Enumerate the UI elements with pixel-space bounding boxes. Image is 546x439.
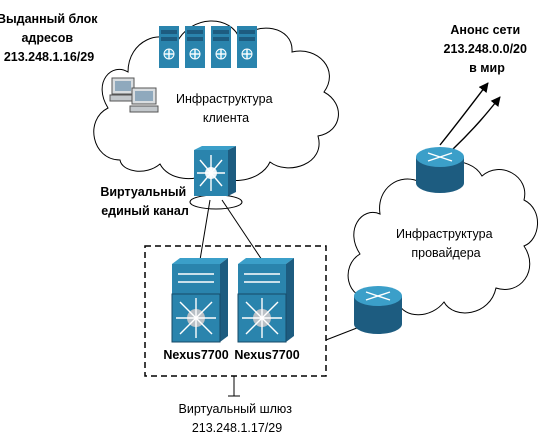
server-rack-icon [237,26,257,68]
virtual-channel-label: Виртуальный единый канал [100,185,189,218]
client-infra-label: Инфраструктура клиента [176,92,276,125]
server-rack-icon [159,26,179,68]
router-icon [354,286,402,334]
router-icon [416,147,464,193]
link-box-to-router [325,325,363,341]
announce-label: Анонс сети 213.248.0.0/20 в мир [444,23,531,75]
workstation-icon [109,77,159,113]
virtual-gateway-box [144,245,327,377]
announce-arrow-icon [439,82,489,146]
virtual-channel-ellipse [189,194,243,210]
nexus-b-label: Nexus7700 [234,348,299,362]
provider-infra-label: Инфраструктура провайдера [396,227,496,260]
provider-cloud [347,161,538,316]
link-switch-to-nexus-a [199,199,211,261]
nexus-a-label: Nexus7700 [163,348,228,362]
server-rack-icon [185,26,205,68]
link-switch-to-nexus-b [221,199,263,261]
virtual-gateway-label: Виртуальный шлюз 213.248.1.17/29 [179,402,296,435]
server-rack-icon [211,26,231,68]
client-block-label: Выданный блок адресов 213.248.1.16/29 [0,12,101,64]
nexus-switch-icon [237,258,294,343]
announce-arrow-icon [451,96,501,151]
multilayer-switch-icon [194,146,236,196]
nexus-switch-icon [171,258,228,343]
